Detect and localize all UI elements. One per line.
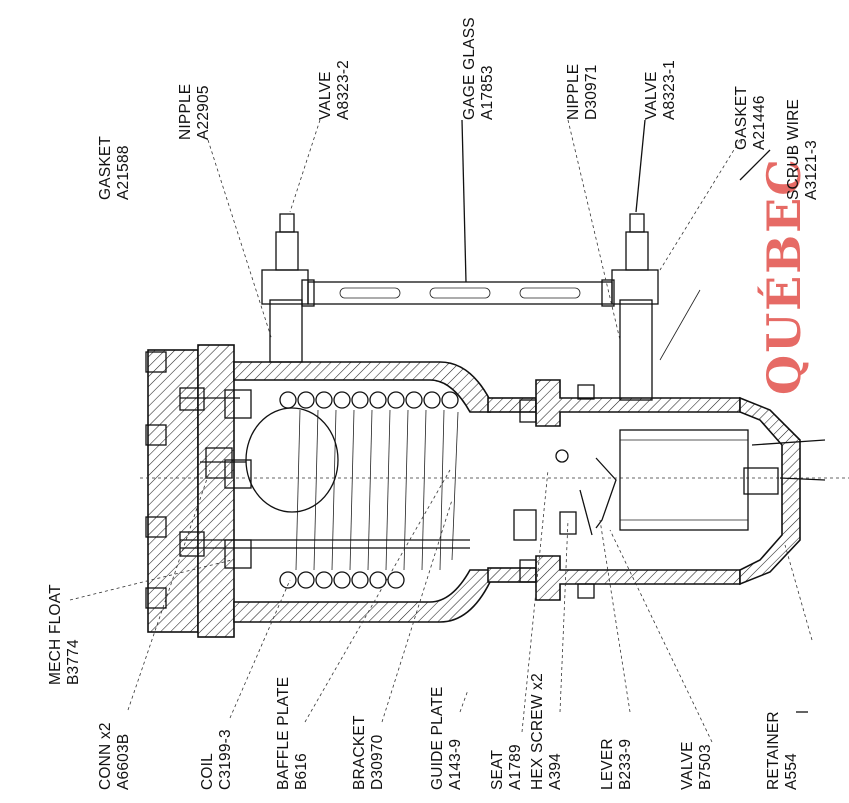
label-gasket-a21588: GASKETA21588 — [97, 136, 132, 200]
label-nipple-d30971: NIPPLED30971 — [565, 64, 600, 120]
label-coil: COILC3199-3 — [199, 729, 234, 790]
leader-lines — [69, 119, 826, 743]
label-baffle-plate: BAFFLE PLATEB616 — [275, 677, 310, 790]
label-mech-float: MECH FLOATB3774 — [47, 584, 82, 685]
label-seat: SEATA1789 — [489, 744, 524, 790]
label-hex-screw: HEX SCREW x2A394 — [529, 673, 564, 790]
label-gasket-a21446: GASKETA21446 — [733, 86, 768, 150]
coil — [279, 391, 459, 589]
label-valve-a8323-1: VALVEA8323-1 — [643, 60, 678, 120]
label-conn: CONN x2A6603B — [97, 722, 132, 790]
label-gage-glass: GAGE GLASSA17853 — [461, 17, 496, 120]
label-valve-b7503: VALVEB7503 — [679, 741, 714, 790]
gage-glass-assembly — [261, 213, 659, 401]
quebec-stamp: QUÉBEC — [756, 157, 811, 395]
label-lever: LEVERB233-9 — [599, 738, 634, 790]
label-guide-plate: GUIDE PLATEA143-9 — [429, 686, 464, 790]
callout-labels: MECH FLOATB3774 CONN x2A6603B COILC3199-… — [47, 17, 820, 790]
label-nipple-a22905: NIPPLEA22905 — [177, 84, 212, 140]
label-scrub-wire: SCRUB WIREA3121-3 — [785, 99, 820, 200]
valve-mechanism — [513, 429, 779, 541]
label-valve-a8323-2: VALVEA8323-2 — [317, 60, 352, 120]
label-bracket: BRACKETD30970 — [351, 715, 386, 790]
vessel-body — [145, 344, 801, 638]
mech-float — [179, 387, 470, 557]
label-retainer: RETAINERA554 — [765, 711, 800, 790]
